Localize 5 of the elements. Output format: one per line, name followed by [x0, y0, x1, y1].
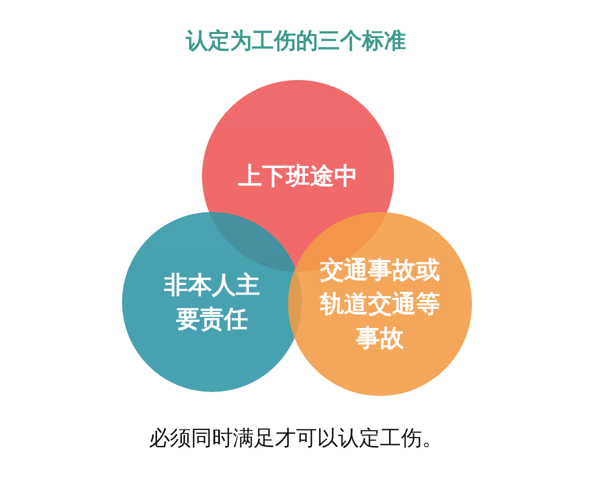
circle-label: 交通事故或轨道交通等事故	[318, 255, 441, 354]
circle-label: 非本人主要责任	[163, 270, 261, 335]
caption: 必须同时满足才可以认定工伤。	[148, 425, 444, 452]
title: 认定为工伤的三个标准	[184, 28, 407, 56]
circle-label: 上下班途中	[237, 161, 359, 192]
